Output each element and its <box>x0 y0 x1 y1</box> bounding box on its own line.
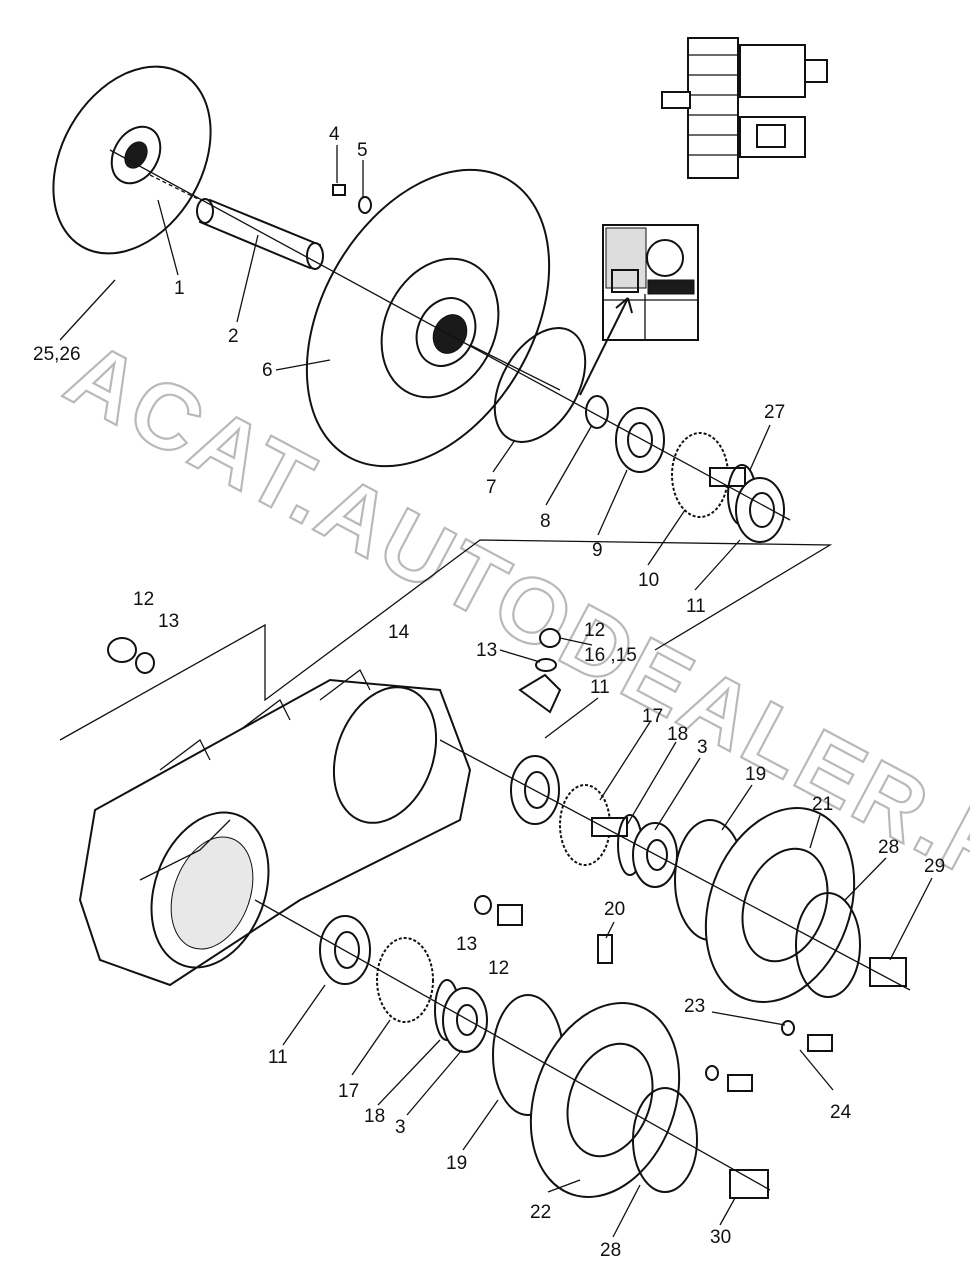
callout-17-mid: 17 <box>642 706 663 727</box>
plug-12-low <box>474 895 523 926</box>
callout-12-low: 12 <box>488 958 509 979</box>
callout-13-top: 13 <box>476 640 497 661</box>
gear-17-low <box>376 937 434 1023</box>
coupling-housing <box>305 168 561 468</box>
callout-12-left: 12 <box>133 589 154 610</box>
callout-4: 4 <box>329 124 340 145</box>
callout-20: 20 <box>604 899 625 920</box>
bolts-23-24 <box>705 1020 833 1092</box>
callout-11-mid: 11 <box>590 677 610 698</box>
callout-21: 21 <box>812 794 833 815</box>
inset-assembly-view <box>661 37 828 179</box>
callout-25-26: 25,26 <box>33 344 81 365</box>
callout-14: 14 <box>388 622 410 643</box>
bearing-11-top <box>735 477 785 543</box>
gear-17-mid <box>559 784 628 866</box>
gear-10 <box>671 432 746 518</box>
callout-6: 6 <box>262 360 273 381</box>
input-shaft <box>149 174 324 270</box>
callout-2: 2 <box>228 326 239 347</box>
flex-plate <box>52 65 212 255</box>
bearing-9 <box>615 407 665 473</box>
callout-7: 7 <box>486 477 497 498</box>
callout-1: 1 <box>174 278 185 299</box>
fitting-20 <box>597 934 613 964</box>
cover-22 <box>529 1002 681 1198</box>
o-ring-28-right <box>795 892 861 998</box>
callout-17-low: 17 <box>338 1081 359 1102</box>
callout-16-15: 16 ,15 <box>584 645 637 666</box>
callout-28-right: 28 <box>878 837 899 858</box>
callout-30: 30 <box>710 1227 731 1248</box>
seal-8 <box>585 395 609 429</box>
callout-28-low: 28 <box>600 1240 621 1261</box>
callout-22: 22 <box>530 1202 551 1223</box>
plug-12-left <box>107 637 155 674</box>
callout-23: 23 <box>684 996 705 1017</box>
callout-29: 29 <box>924 856 945 877</box>
callout-13-left: 13 <box>158 611 179 632</box>
washer-5 <box>358 196 372 214</box>
callout-5: 5 <box>357 140 368 161</box>
assembly-frame <box>59 539 833 741</box>
leader-lines <box>59 145 933 1238</box>
callout-10: 10 <box>638 570 659 591</box>
o-ring-28-low <box>632 1087 698 1193</box>
bearing-section-inset <box>579 224 699 396</box>
callout-24: 24 <box>830 1102 852 1123</box>
callout-18-mid: 18 <box>667 724 688 745</box>
callout-labels: 1 2 4 5 6 7 8 9 10 11 27 25,26 12 13 14 … <box>33 124 945 1261</box>
coupler-30 <box>729 1169 769 1199</box>
cover-21 <box>704 807 856 1003</box>
callout-11-low: 11 <box>268 1047 288 1068</box>
transmission-housing <box>78 669 472 987</box>
callout-19-right: 19 <box>745 764 766 785</box>
callout-3-mid: 3 <box>697 737 708 758</box>
callout-19-low: 19 <box>446 1153 467 1174</box>
callout-11-top: 11 <box>686 596 706 617</box>
ring-3-low <box>442 987 488 1053</box>
callout-18-low: 18 <box>364 1106 385 1127</box>
callout-12-top: 12 <box>584 620 605 641</box>
callout-13-low: 13 <box>456 934 477 955</box>
callout-8: 8 <box>540 511 551 532</box>
bolt-4 <box>332 184 346 196</box>
callout-3-low: 3 <box>395 1117 406 1138</box>
callout-9: 9 <box>592 540 603 561</box>
callout-27: 27 <box>764 402 785 423</box>
